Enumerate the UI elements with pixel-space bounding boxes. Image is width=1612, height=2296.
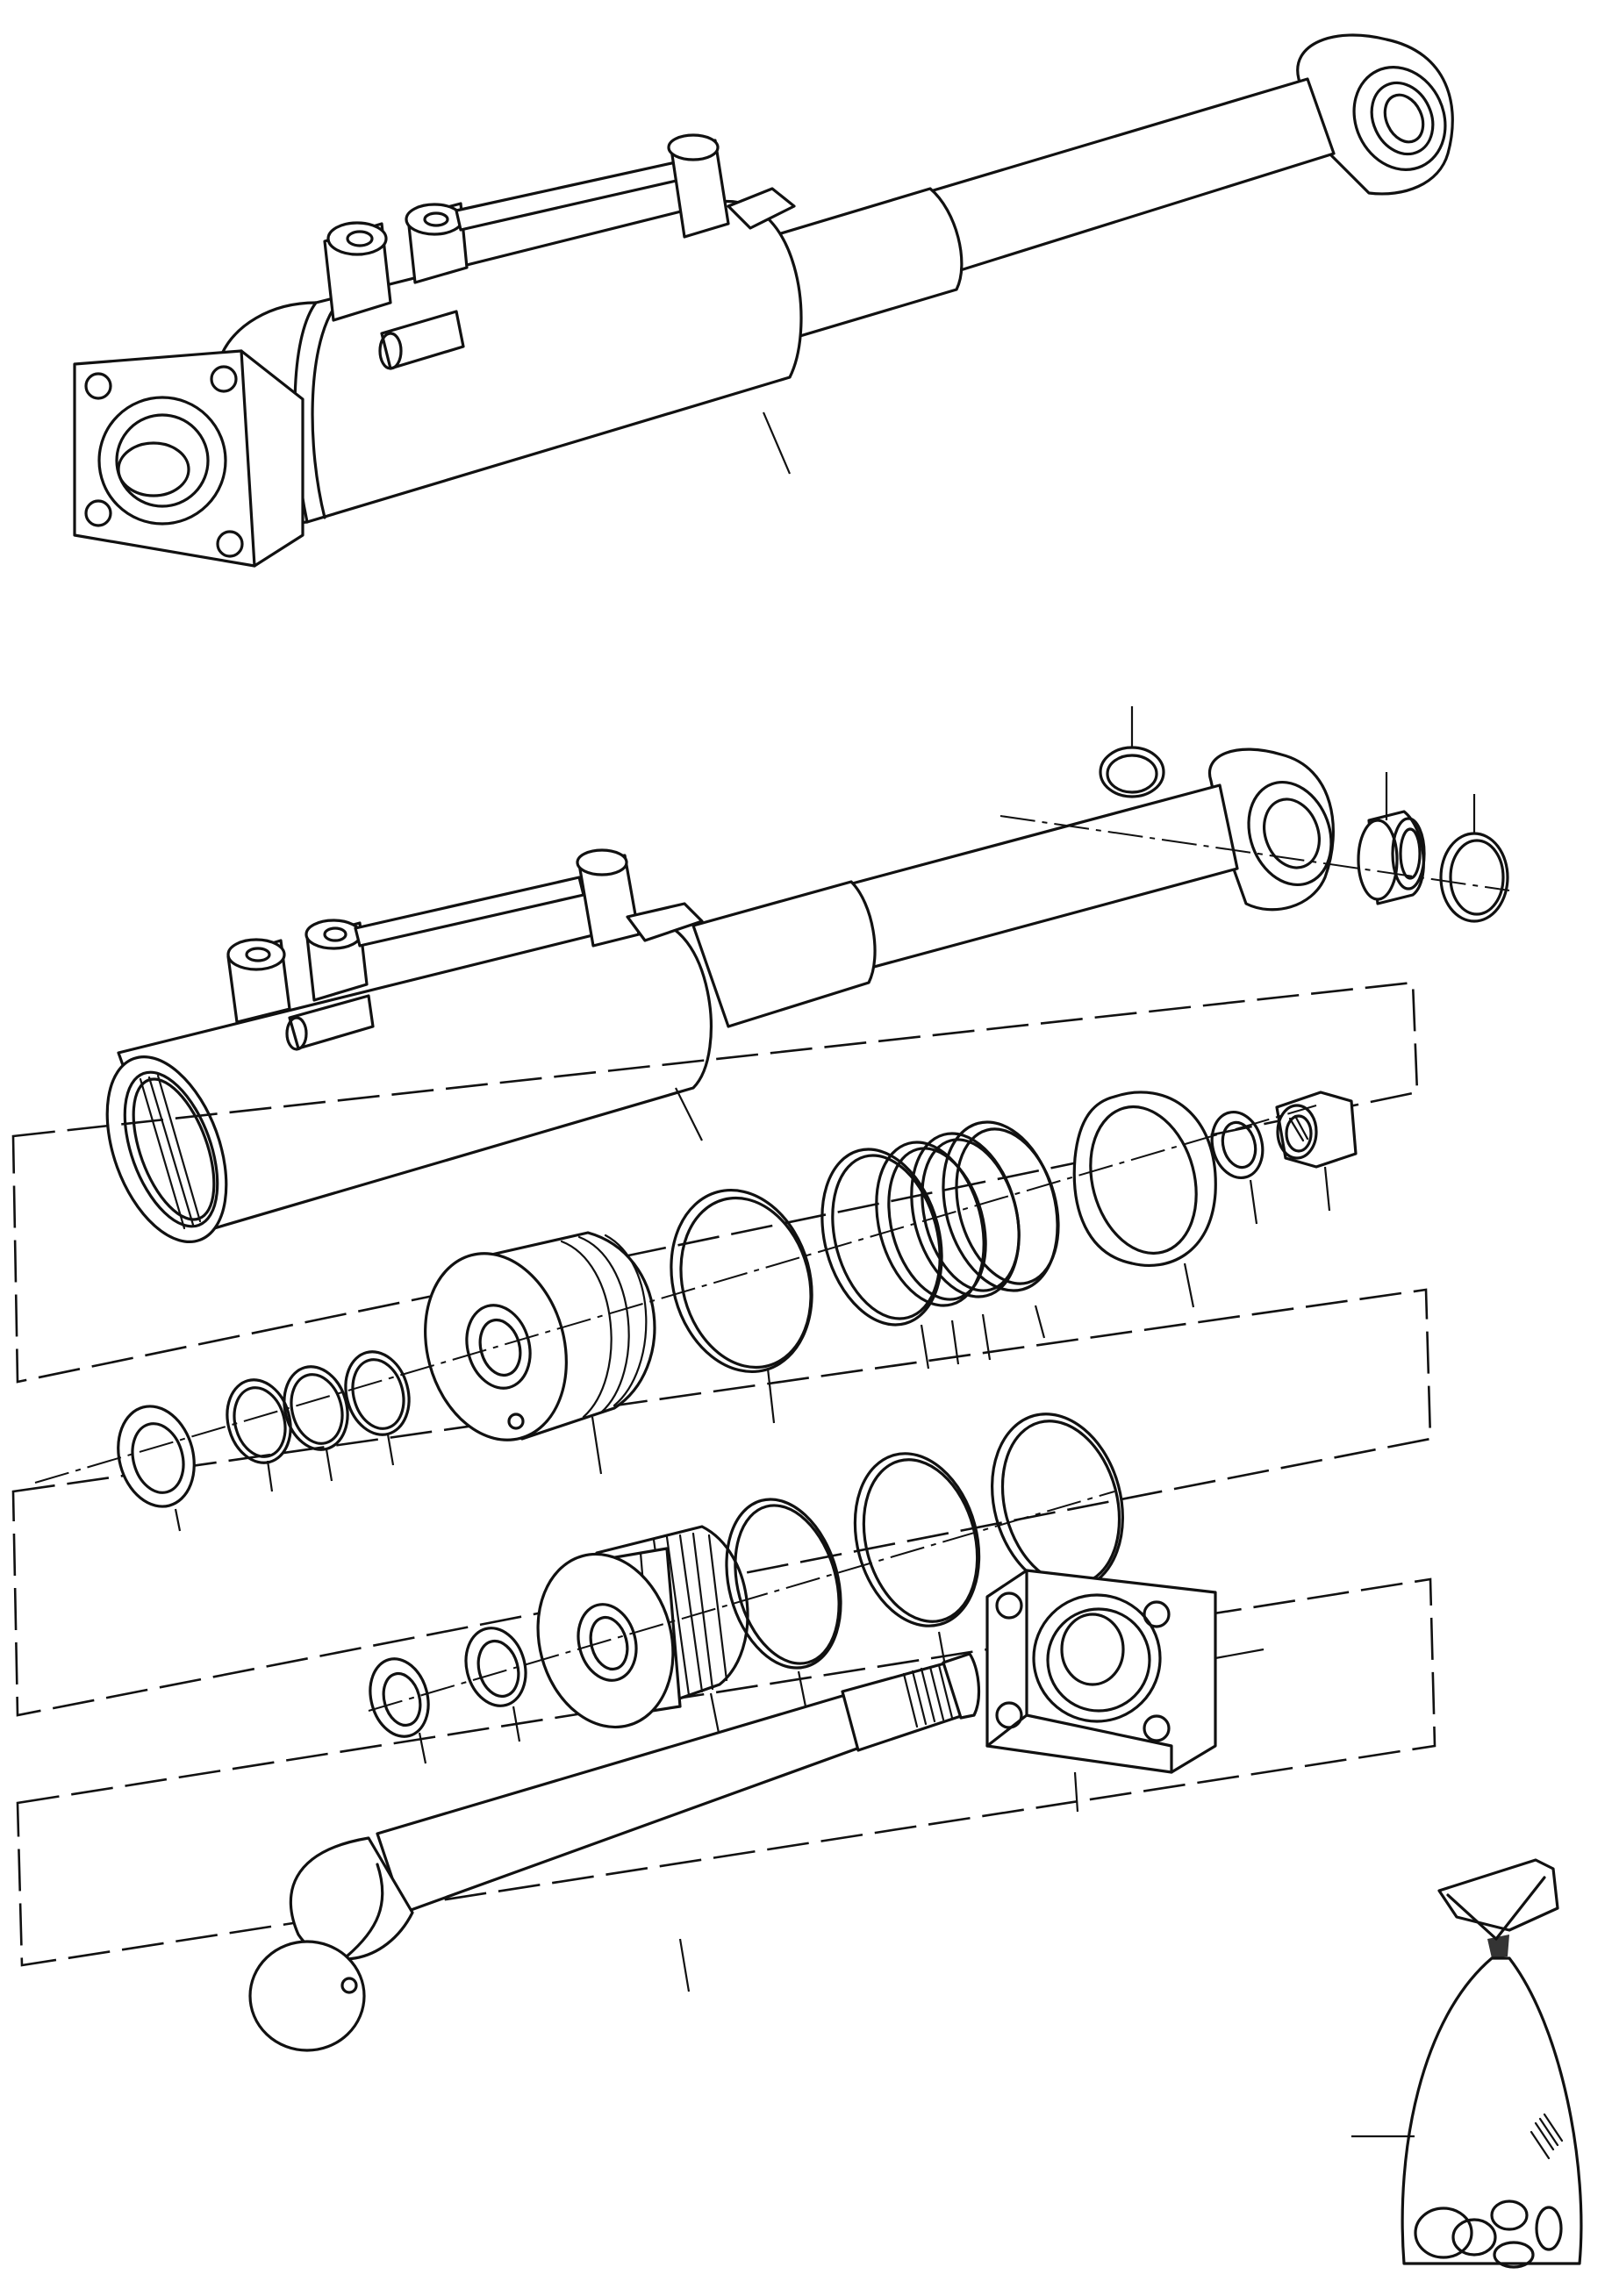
wiper [117,1405,196,1532]
rod-eye-snap-ring [1439,794,1509,923]
lock-nut [1275,1091,1358,1212]
piston [424,1231,656,1475]
cylinder-tube-with-rod [105,747,1335,1243]
o-rings [226,1350,411,1492]
wear-ring [1072,1091,1217,1308]
cylinder-head [536,1525,749,1738]
rod-eye-ring [1099,706,1165,798]
bushing [464,1627,527,1742]
rod-seal [369,1657,430,1764]
flange [985,1569,1265,1813]
explosion-guide-lines [11,981,1436,1967]
seal-kit-bag [1351,1858,1583,2269]
seal-stack [820,1120,1060,1370]
small-washer [1210,1110,1265,1225]
assembled-cylinder [73,33,1454,568]
piston-rod [248,1652,980,2052]
guide-ring [670,1188,813,1424]
rod-eye-bushing [1357,772,1426,905]
